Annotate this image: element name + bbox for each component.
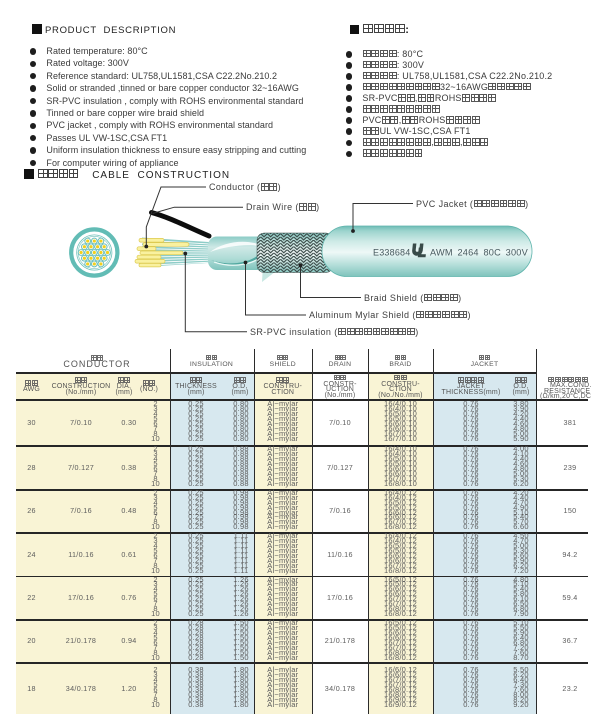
svg-text:E338684: E338684	[373, 248, 410, 258]
svg-text:AWM 2464 80C 300V: AWM 2464 80C 300V	[430, 248, 529, 258]
